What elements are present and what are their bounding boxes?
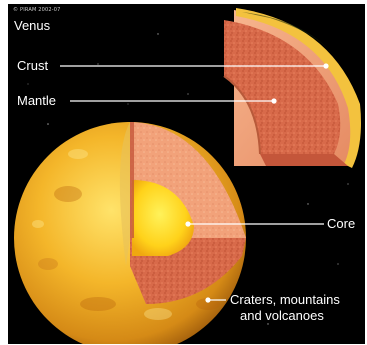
image-credit: © PIRAM 2002-07 (13, 7, 61, 13)
core-label: Core (327, 216, 355, 231)
mantle-label: Mantle (17, 93, 56, 108)
surface-label: Craters, mountains and volcanoes (230, 292, 340, 324)
space-background: © PIRAM 2002-07 Venus Crust Mantle Core … (8, 4, 365, 344)
surface-label-line1: Craters, mountains (230, 292, 340, 308)
diagram-title: Venus (14, 18, 50, 33)
venus-sphere (14, 122, 246, 344)
crust-label: Crust (17, 58, 48, 73)
wedge-cutaway (224, 8, 361, 168)
surface-label-line2: and volcanoes (230, 308, 340, 324)
